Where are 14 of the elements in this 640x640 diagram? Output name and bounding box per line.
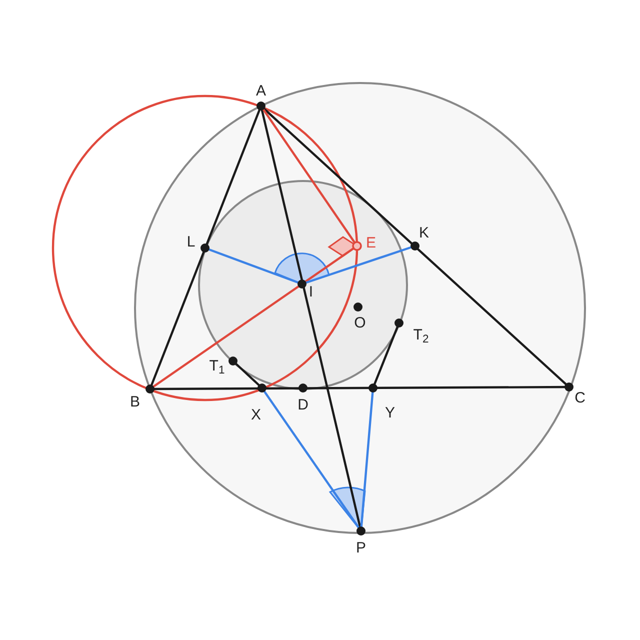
point-label: Y: [385, 406, 395, 420]
point-label: A: [256, 84, 266, 98]
point-label: I: [308, 284, 314, 300]
point-label: D: [298, 398, 308, 412]
point-label: K: [419, 226, 429, 240]
point-label: X: [251, 408, 261, 422]
point-label: O: [354, 316, 366, 330]
point-label: P: [356, 540, 366, 556]
point-label: E: [366, 236, 376, 250]
point-label: T$_{2}$: [413, 328, 429, 342]
point-label: B: [130, 394, 140, 410]
point-label: L: [186, 234, 196, 250]
point-label: T$_{1}$: [209, 358, 225, 374]
point-label: C: [574, 390, 586, 406]
